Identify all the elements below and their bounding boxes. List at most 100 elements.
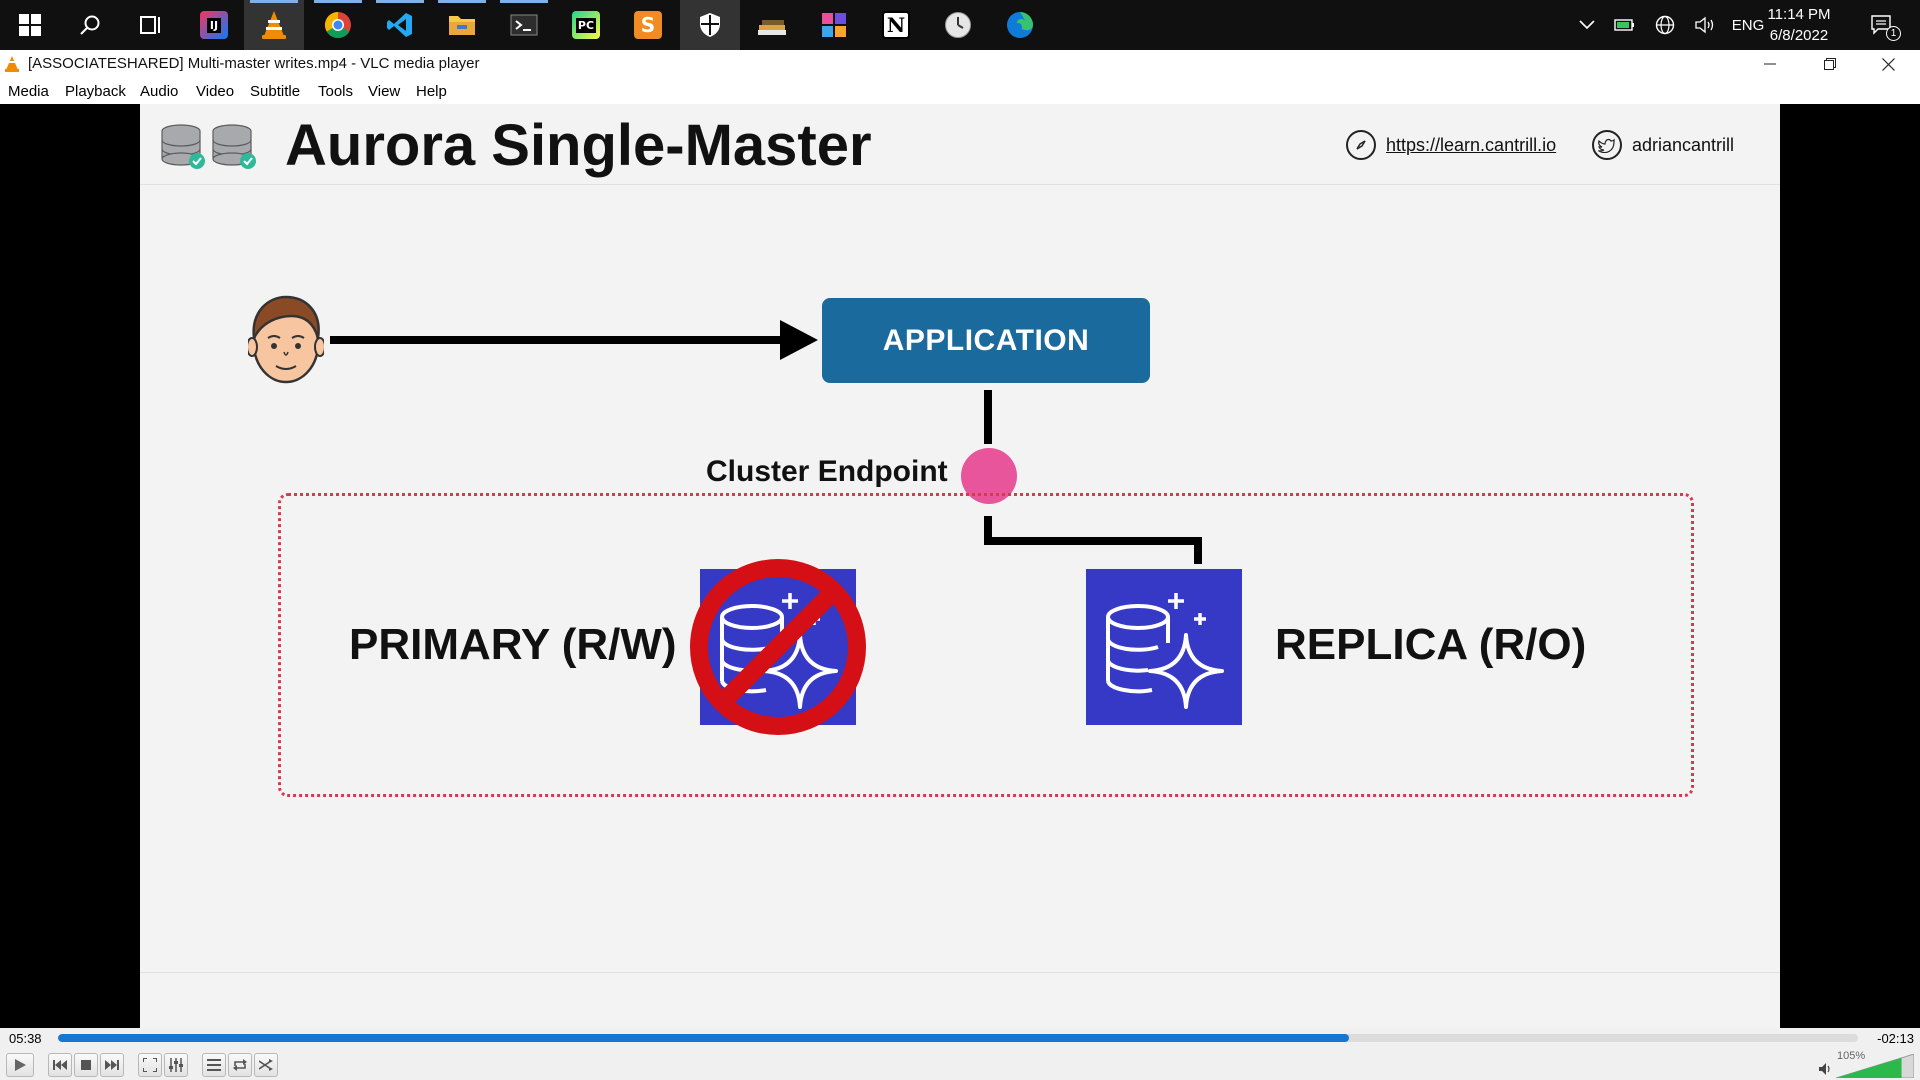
stop-icon: [81, 1060, 91, 1070]
menu-media[interactable]: Media: [8, 83, 49, 100]
pycharm-icon: PC: [572, 11, 600, 39]
terminal-app-button[interactable]: [494, 0, 554, 50]
fullscreen-icon: [143, 1058, 157, 1072]
play-button[interactable]: [6, 1053, 34, 1077]
shuffle-icon: [259, 1059, 273, 1071]
volume-slider[interactable]: [1836, 1054, 1914, 1078]
language-indicator[interactable]: ENG: [1731, 16, 1765, 34]
replica-label: REPLICA (R/O): [1275, 620, 1587, 669]
windows-logo-icon: [19, 14, 41, 36]
battery-tray-button[interactable]: [1610, 0, 1640, 50]
database-cluster-icon: [161, 124, 256, 169]
volume-tray-button[interactable]: [1690, 0, 1720, 50]
app-launcher-button[interactable]: [742, 0, 802, 50]
notion-icon: N: [882, 11, 910, 39]
vscode-app-button[interactable]: [370, 0, 430, 50]
network-tray-button[interactable]: [1650, 0, 1680, 50]
task-view-icon: [140, 16, 160, 34]
previous-button[interactable]: [48, 1053, 72, 1077]
terminal-icon: [510, 14, 538, 36]
restore-icon: [1824, 58, 1836, 70]
notion-app-button[interactable]: N: [866, 0, 926, 50]
sublime-text-icon: S: [634, 11, 662, 39]
colorful-app-icon: [822, 13, 846, 37]
search-icon: [80, 15, 100, 35]
menu-subtitle[interactable]: Subtitle: [250, 83, 301, 100]
stop-button[interactable]: [74, 1053, 98, 1077]
notifications-button[interactable]: 1: [1862, 0, 1902, 50]
elapsed-time: 05:38: [9, 1031, 42, 1046]
twitter-bird-icon: [1592, 130, 1622, 160]
shuffle-button[interactable]: [254, 1053, 278, 1077]
course-link: https://learn.cantrill.io: [1346, 130, 1556, 160]
notification-icon: [1871, 15, 1891, 35]
twitter-handle-text: adriancantrill: [1632, 134, 1735, 155]
clock-date: 6/8/2022: [1769, 27, 1829, 44]
menu-view[interactable]: View: [368, 83, 401, 100]
vlc-app-button[interactable]: [244, 0, 304, 50]
menu-audio[interactable]: Audio: [140, 83, 179, 100]
vscode-icon: [387, 13, 412, 37]
playlist-button[interactable]: [202, 1053, 226, 1077]
books-icon: [758, 20, 786, 35]
menu-help[interactable]: Help: [416, 83, 447, 100]
menu-playback[interactable]: Playback: [65, 83, 126, 100]
remaining-time[interactable]: -02:13: [1877, 1031, 1914, 1046]
cluster-endpoint-label: Cluster Endpoint: [706, 455, 948, 488]
file-explorer-app-button[interactable]: [432, 0, 492, 50]
loop-icon: [233, 1059, 247, 1071]
restore-button[interactable]: [1802, 50, 1858, 78]
battery-icon: [1614, 19, 1634, 31]
notification-count-badge: 1: [1886, 26, 1901, 41]
skip-forward-icon: [105, 1060, 119, 1070]
vlc-cone-icon: [262, 11, 286, 39]
primary-label: PRIMARY (R/W): [349, 620, 677, 669]
windows-taskbar: IJ PC S N: [0, 0, 1920, 50]
clock-time: 11:14 PM: [1767, 6, 1831, 23]
prohibited-sign-icon: [690, 559, 866, 735]
pycharm-app-button[interactable]: PC: [556, 0, 616, 50]
close-icon: [1881, 57, 1895, 71]
fullscreen-button[interactable]: [138, 1053, 162, 1077]
alarm-clock-icon: [945, 12, 971, 38]
vlc-cone-icon: [5, 56, 19, 72]
intellij-app-button[interactable]: IJ: [184, 0, 244, 50]
menu-bar: Media Playback Audio Video Subtitle Tool…: [0, 78, 1920, 104]
start-button[interactable]: [0, 0, 60, 50]
close-button[interactable]: [1860, 50, 1916, 78]
security-app-button[interactable]: [680, 0, 740, 50]
show-hidden-icons-button[interactable]: [1572, 0, 1602, 50]
slide-title: Aurora Single-Master: [285, 113, 872, 178]
edge-app-button[interactable]: [990, 0, 1050, 50]
menu-video[interactable]: Video: [196, 83, 235, 100]
compass-icon: [1346, 130, 1376, 160]
extended-settings-button[interactable]: [164, 1053, 188, 1077]
play-icon: [15, 1059, 26, 1071]
folder-icon: [449, 16, 475, 35]
playlist-icon: [207, 1059, 221, 1071]
seek-row: 05:38 -02:13: [0, 1028, 1920, 1050]
volume-level: [1836, 1057, 1902, 1078]
minimize-button[interactable]: [1742, 50, 1798, 78]
loop-button[interactable]: [228, 1053, 252, 1077]
system-clock[interactable]: 11:14 PM 6/8/2022: [1754, 4, 1844, 46]
sublime-text-app-button[interactable]: S: [618, 0, 678, 50]
media-app-button[interactable]: [804, 0, 864, 50]
window-title-bar[interactable]: [ASSOCIATESHARED] Multi-master writes.mp…: [0, 50, 1920, 78]
intellij-icon: IJ: [200, 11, 228, 39]
diagram-connectors: [330, 320, 1202, 564]
search-button[interactable]: [60, 0, 120, 50]
next-button[interactable]: [100, 1053, 124, 1077]
video-area[interactable]: Aurora Single-Master https://learn.cantr…: [0, 104, 1920, 1028]
chrome-app-button[interactable]: [308, 0, 368, 50]
clock-app-button[interactable]: [928, 0, 988, 50]
skip-back-icon: [53, 1060, 67, 1070]
footer-divider: [140, 972, 1780, 973]
volume-percent: 105%: [1837, 1050, 1866, 1062]
speaker-icon[interactable]: [1818, 1062, 1834, 1076]
menu-tools[interactable]: Tools: [318, 83, 354, 100]
seek-slider[interactable]: [58, 1034, 1858, 1042]
task-view-button[interactable]: [120, 0, 180, 50]
equalizer-icon: [169, 1058, 183, 1072]
speaker-icon: [1695, 16, 1714, 34]
